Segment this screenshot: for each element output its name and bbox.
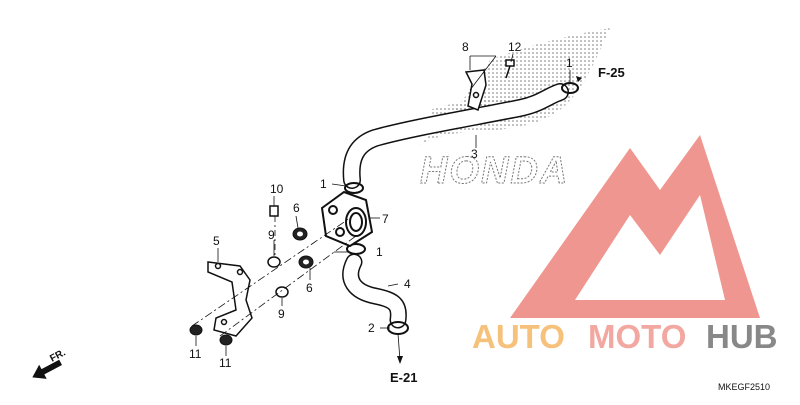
bolt-10 — [269, 205, 279, 217]
part-code: MKEGF2510 — [718, 382, 770, 392]
thermostat-housing-7 — [320, 190, 374, 248]
automotohub-logo-icon — [510, 135, 760, 318]
watermark-word-auto: AUTO — [472, 318, 565, 355]
reference-e21: E-21 — [390, 370, 417, 385]
callout-12: 12 — [508, 40, 522, 54]
callout-3: 3 — [471, 147, 478, 161]
washer-9 — [267, 256, 289, 298]
callout-1-lower: 1 — [376, 245, 383, 259]
callout-1-mid: 1 — [320, 177, 327, 191]
callout-9-bottom: 9 — [278, 307, 285, 321]
callout-11-left: 11 — [189, 347, 202, 361]
leader-lines — [191, 53, 571, 361]
callout-1-top: 1 — [566, 56, 573, 70]
callout-7: 7 — [382, 212, 389, 226]
watermark-word-moto: MOTO — [588, 318, 686, 355]
watermark-word-hub: HUB — [706, 318, 778, 355]
front-direction-arrow-icon — [32, 359, 63, 379]
callout-6-bottom: 6 — [306, 281, 313, 295]
callout-10: 10 — [270, 182, 284, 196]
hose-bracket-8 — [464, 69, 487, 111]
water-hose-3 — [342, 83, 569, 189]
reference-f25: F-25 — [598, 65, 625, 80]
arrow-to-e21-icon — [397, 356, 403, 364]
mounting-bracket-5 — [207, 261, 253, 337]
arrow-to-f25-icon — [576, 76, 582, 82]
callout-4: 4 — [404, 277, 411, 291]
bolt-12 — [505, 59, 515, 79]
callout-11-right: 11 — [219, 356, 232, 370]
callout-5: 5 — [213, 234, 220, 248]
water-hose-4 — [342, 253, 407, 329]
callout-2: 2 — [368, 321, 375, 335]
front-direction-label: FR. — [48, 347, 68, 364]
callout-8: 8 — [462, 40, 469, 54]
callout-6-top: 6 — [293, 201, 300, 215]
callout-9-top: 9 — [268, 228, 275, 242]
honda-brand-text: HONDA — [420, 150, 569, 192]
nut-11 — [189, 324, 233, 346]
